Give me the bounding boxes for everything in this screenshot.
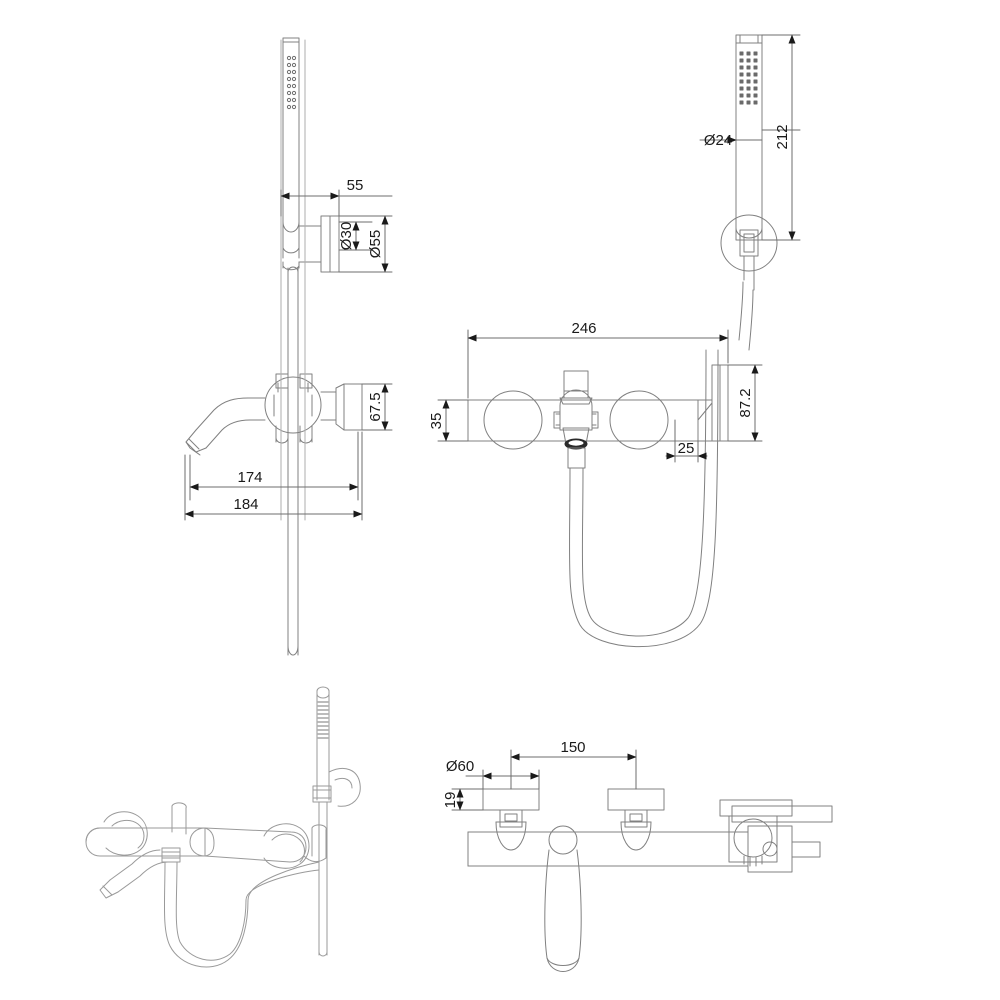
dimension-text-layer: 55 Ø30 Ø55 67.5 174 184 Ø24 212 246 35 8…: [233, 124, 791, 808]
top-hose-holder: [719, 799, 793, 867]
dim-label-25: 25: [678, 440, 695, 457]
persp-handshower: [316, 686, 330, 801]
dim-label-55: 55: [347, 177, 364, 194]
view-perspective: [85, 686, 361, 968]
dim-label-d30: Ø30: [338, 222, 355, 250]
dim-label-246: 246: [571, 320, 596, 337]
persp-wall-holder: [312, 768, 361, 957]
hose-connector: [567, 447, 586, 469]
handle-right: [609, 390, 669, 450]
top-spout: [544, 825, 582, 972]
dimension-group-view3: [437, 329, 763, 463]
dimension-group-view2: [699, 34, 801, 241]
persp-hose-loop: [163, 861, 320, 968]
dim-label-d55: Ø55: [367, 230, 384, 258]
view-wall-mounted-elevation: [184, 37, 393, 656]
concealed-mixer-body: [264, 373, 363, 444]
view-handshower-elevation: [699, 34, 801, 351]
shower-hose-loop: [568, 349, 719, 648]
handshower-holder-bracket: [282, 215, 340, 273]
dimension-group-view5: [451, 749, 637, 811]
top-body-bar: [467, 831, 749, 867]
persp-mixer-body: [85, 802, 327, 899]
dimension-group-view1: [184, 189, 393, 521]
handshower-wall-outlet: [720, 214, 778, 351]
dim-label-174: 174: [237, 469, 262, 486]
top-connector-block: [731, 805, 833, 873]
handle-left: [483, 390, 543, 450]
dim-label-67-5: 67.5: [367, 392, 384, 421]
dim-label-150: 150: [560, 739, 585, 756]
spout-outlet-center: [553, 389, 599, 450]
dim-label-19: 19: [442, 792, 459, 809]
wall-reference-lines: [280, 39, 306, 521]
dim-label-184: 184: [233, 496, 258, 513]
dim-label-87-2: 87.2: [737, 388, 754, 417]
view-exposed-mixer-top: [451, 749, 833, 972]
shower-hose-vertical: [287, 266, 299, 656]
bath-spout: [185, 397, 266, 456]
handshower-front: [735, 34, 763, 241]
side-bracket-right: [697, 364, 729, 442]
dim-label-212: 212: [774, 124, 791, 149]
dim-label-d24: Ø24: [704, 132, 732, 149]
dim-label-35: 35: [428, 413, 445, 430]
diverter-knob: [559, 370, 593, 405]
top-handle-left: [482, 788, 540, 851]
dim-label-d60: Ø60: [446, 758, 474, 775]
handshower-side-profile: [282, 37, 300, 237]
top-handle-right: [607, 788, 665, 851]
view-exposed-mixer-front: [437, 329, 763, 648]
